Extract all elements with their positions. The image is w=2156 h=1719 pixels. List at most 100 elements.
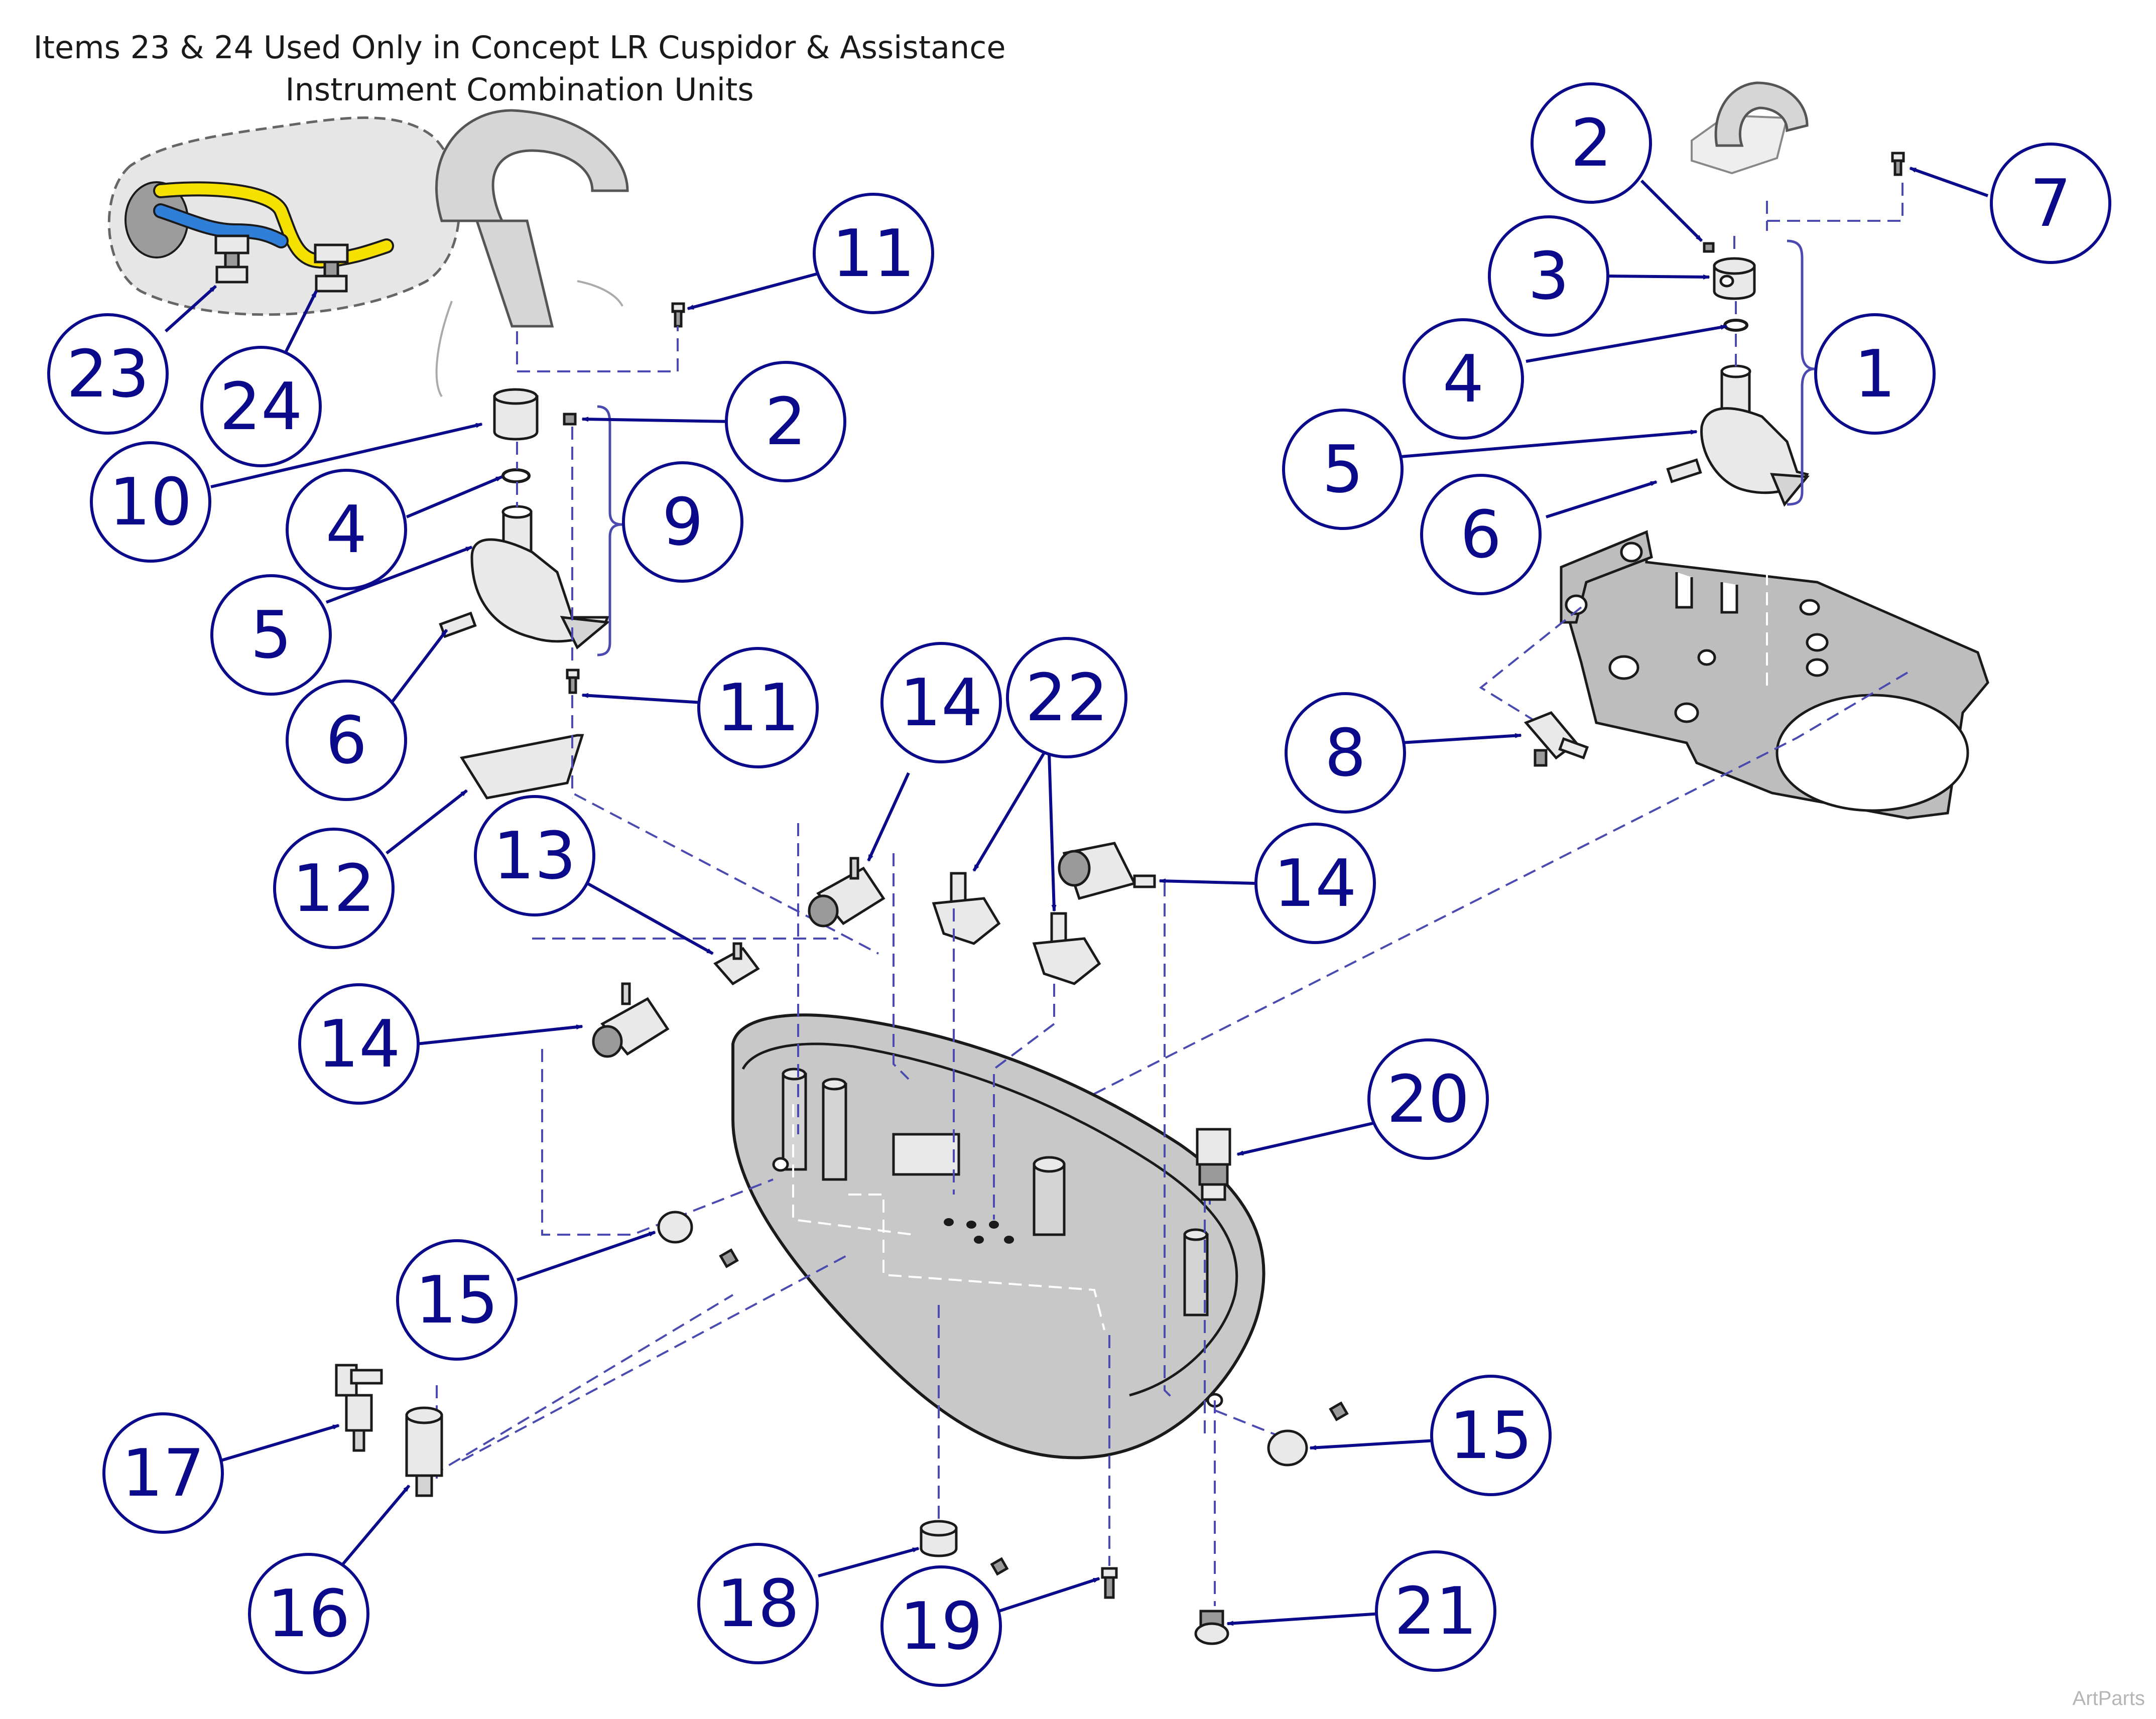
callout-2-left: 2 — [725, 361, 846, 482]
svg-text:17: 17 — [121, 1435, 204, 1511]
svg-text:12: 12 — [292, 850, 375, 927]
part-20-switch — [1196, 1128, 1231, 1201]
callout-7: 7 — [1990, 143, 2111, 264]
svg-text:5: 5 — [1322, 431, 1364, 507]
right-spout — [1691, 81, 1809, 175]
callout-14-left: 14 — [298, 983, 420, 1105]
callout-24: 24 — [200, 346, 322, 467]
svg-text:5: 5 — [250, 597, 292, 673]
callout-20: 20 — [1367, 1038, 1489, 1160]
callout-4-right: 4 — [1403, 318, 1524, 440]
callout-9: 9 — [622, 461, 743, 583]
part-17-valve — [335, 1364, 383, 1452]
callout-15-left: 15 — [396, 1239, 518, 1361]
artparts-watermark: ArtParts — [2072, 1687, 2145, 1709]
callout-14-right: 14 — [1254, 823, 1376, 944]
part-2-setscrew-right — [1703, 242, 1715, 253]
part-10-cap — [493, 388, 539, 441]
svg-text:11: 11 — [832, 215, 915, 292]
callout-21: 21 — [1375, 1550, 1496, 1672]
part-15-plug-left — [657, 1211, 739, 1268]
callout-12: 12 — [273, 828, 395, 949]
part-14-valve-a — [808, 857, 885, 928]
part-6-fitting-right — [1666, 458, 1702, 483]
svg-text:4: 4 — [1443, 341, 1484, 417]
callout-5-left: 5 — [210, 574, 332, 696]
svg-text:4: 4 — [326, 491, 367, 568]
callout-15-right: 15 — [1430, 1375, 1552, 1496]
svg-text:11: 11 — [716, 670, 799, 746]
svg-text:1: 1 — [1854, 336, 1896, 412]
svg-text:15: 15 — [415, 1262, 498, 1338]
part-2-setscrew-left — [563, 413, 577, 426]
part-23-clamp — [214, 234, 249, 284]
svg-text:16: 16 — [267, 1575, 350, 1652]
part-4-oring-left — [501, 468, 531, 483]
part-24-clamp — [314, 243, 349, 293]
part-3-collar — [1713, 257, 1756, 300]
svg-text:20: 20 — [1386, 1061, 1469, 1137]
svg-text:10: 10 — [109, 464, 192, 540]
callout-22: 22 — [1006, 637, 1127, 758]
assembly-note-line-2: Instrument Combination Units — [285, 71, 754, 108]
blue-tube — [155, 205, 287, 246]
svg-text:2: 2 — [1571, 105, 1612, 181]
svg-text:13: 13 — [493, 818, 576, 894]
callout-17: 17 — [102, 1412, 224, 1534]
svg-text:6: 6 — [326, 702, 367, 778]
part-22-valve-b — [1032, 912, 1101, 985]
callout-19: 19 — [880, 1565, 1002, 1687]
part-13-tee — [713, 942, 760, 986]
svg-text:23: 23 — [66, 336, 149, 412]
part-5-valve-body-left — [470, 505, 611, 649]
part-14-valve-c — [1058, 842, 1156, 900]
callout-23: 23 — [47, 313, 169, 435]
part-7-screw — [1891, 152, 1905, 176]
callout-3: 3 — [1488, 215, 1609, 337]
svg-text:18: 18 — [716, 1565, 799, 1642]
part-16-cartridge — [405, 1406, 443, 1497]
callout-10: 10 — [90, 441, 211, 563]
svg-text:24: 24 — [219, 368, 302, 445]
callout-2-right: 2 — [1531, 82, 1652, 204]
callout-11-mid: 11 — [697, 647, 819, 768]
callout-6-left: 6 — [286, 680, 407, 801]
svg-text:3: 3 — [1528, 238, 1570, 314]
base-housing — [731, 1013, 1265, 1460]
callout-8: 8 — [1285, 692, 1406, 814]
svg-text:22: 22 — [1025, 659, 1108, 736]
part-14-valve-b — [592, 982, 670, 1058]
svg-text:9: 9 — [662, 484, 704, 560]
part-11-screw-top — [671, 302, 685, 328]
svg-text:19: 19 — [900, 1588, 982, 1664]
callout-18: 18 — [697, 1543, 819, 1664]
callout-4-left: 4 — [286, 469, 407, 590]
mounting-plate — [1560, 530, 1989, 820]
part-19-screw — [1101, 1567, 1118, 1599]
svg-text:6: 6 — [1460, 496, 1502, 573]
leader-lines — [164, 167, 1989, 1626]
svg-text:7: 7 — [2030, 165, 2072, 241]
callout-6-right: 6 — [1420, 474, 1542, 595]
tubing-inset — [107, 116, 461, 316]
callout-11-top: 11 — [813, 193, 934, 314]
part-18-bumper — [920, 1520, 1009, 1576]
assembly-note-line-1: Items 23 & 24 Used Only in Concept LR Cu… — [33, 29, 1006, 66]
svg-text:15: 15 — [1449, 1397, 1532, 1474]
part-21-screw — [1194, 1610, 1229, 1645]
part-22-valve-a — [932, 872, 1001, 945]
callout-13: 13 — [474, 795, 595, 916]
svg-text:14: 14 — [1274, 845, 1356, 921]
svg-text:14: 14 — [900, 665, 982, 741]
part-5-valve-body-right — [1700, 364, 1810, 507]
svg-text:21: 21 — [1394, 1573, 1477, 1649]
part-15-plug-right — [1267, 1401, 1349, 1467]
svg-text:8: 8 — [1325, 715, 1366, 791]
callout-5-right: 5 — [1282, 409, 1404, 530]
svg-text:14: 14 — [317, 1006, 400, 1082]
part-11-screw-mid — [566, 669, 580, 694]
callout-1: 1 — [1814, 313, 1936, 435]
part-12-bracket — [459, 734, 584, 800]
svg-text:2: 2 — [765, 383, 807, 460]
